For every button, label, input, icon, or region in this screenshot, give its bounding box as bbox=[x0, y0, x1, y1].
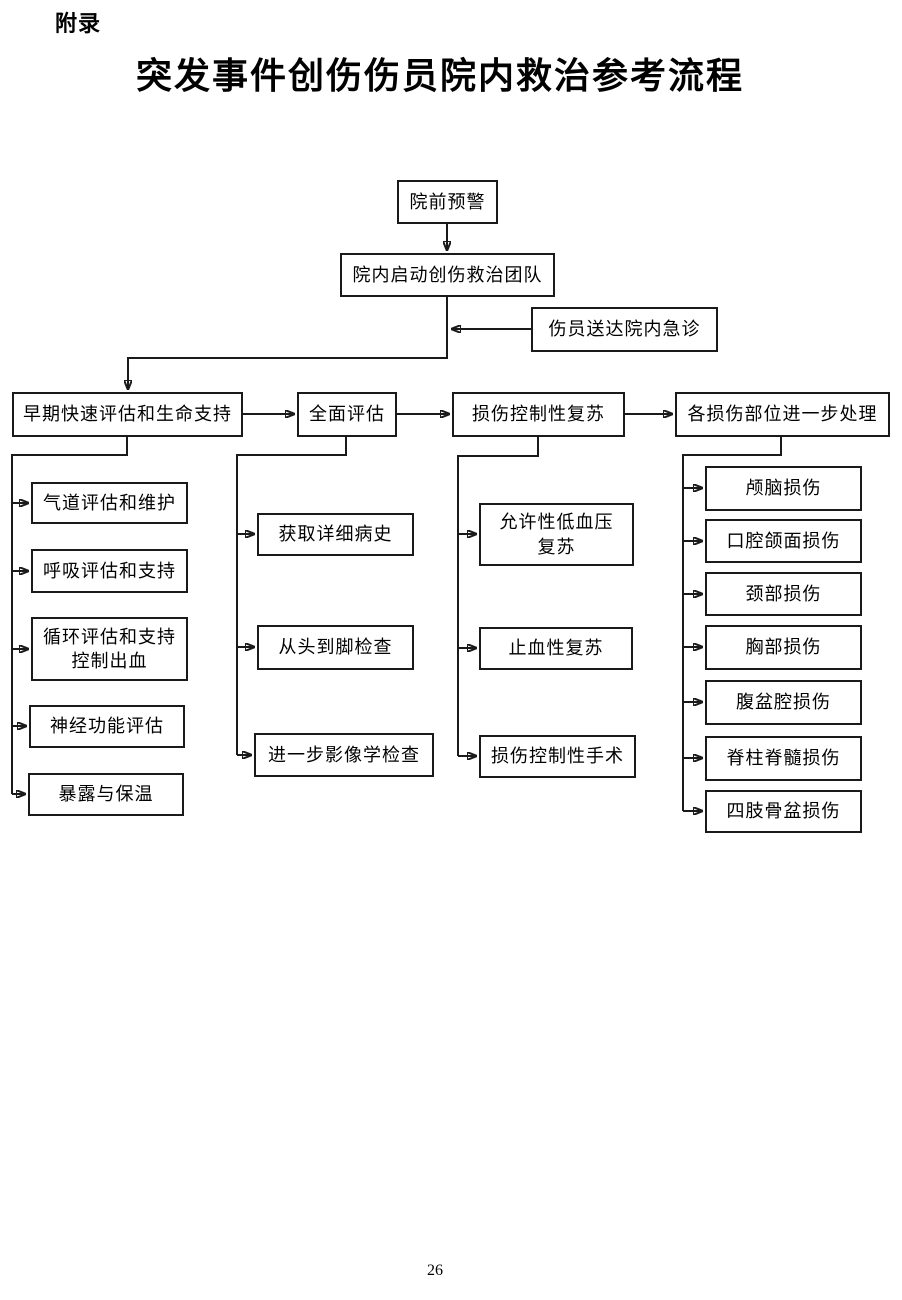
node-head-to-toe-exam: 从头到脚检查 bbox=[257, 625, 414, 670]
node-damage-control-surgery: 损伤控制性手术 bbox=[479, 735, 636, 778]
node-neck-injury: 颈部损伤 bbox=[705, 572, 862, 616]
node-hemostatic-resuscitation: 止血性复苏 bbox=[479, 627, 633, 670]
node-maxillofacial-injury: 口腔颌面损伤 bbox=[705, 519, 862, 563]
page-number: 26 bbox=[427, 1262, 443, 1279]
node-circulation: 循环评估和支持 控制出血 bbox=[31, 617, 188, 681]
node-limb-pelvis-injury: 四肢骨盆损伤 bbox=[705, 790, 862, 833]
connector-top-chain bbox=[128, 224, 531, 389]
page-title: 突发事件创伤伤员院内救治参考流程 bbox=[135, 56, 744, 96]
node-further-imaging: 进一步影像学检查 bbox=[254, 733, 434, 777]
node-activate-trauma-team: 院内启动创伤救治团队 bbox=[340, 253, 555, 297]
node-abdominopelvic-injury: 腹盆腔损伤 bbox=[705, 680, 862, 725]
node-arrival-emergency: 伤员送达院内急诊 bbox=[531, 307, 718, 352]
node-header-full-assessment: 全面评估 bbox=[297, 392, 397, 437]
node-detailed-history: 获取详细病史 bbox=[257, 513, 414, 556]
node-exposure-warming: 暴露与保温 bbox=[28, 773, 184, 816]
node-chest-injury: 胸部损伤 bbox=[705, 625, 862, 670]
node-header-rapid-assessment: 早期快速评估和生命支持 bbox=[12, 392, 243, 437]
node-header-damage-control-resuscitation: 损伤控制性复苏 bbox=[452, 392, 625, 437]
connector-column-2 bbox=[236, 437, 347, 755]
node-breathing: 呼吸评估和支持 bbox=[31, 549, 188, 593]
node-spine-injury: 脊柱脊髓损伤 bbox=[705, 736, 862, 781]
node-brain-injury: 颅脑损伤 bbox=[705, 466, 862, 511]
node-header-site-specific-management: 各损伤部位进一步处理 bbox=[675, 392, 890, 437]
node-neuro-assessment: 神经功能评估 bbox=[29, 705, 185, 748]
node-prehospital-alert: 院前预警 bbox=[397, 180, 498, 224]
node-airway: 气道评估和维护 bbox=[31, 482, 188, 524]
node-permissive-hypotension: 允许性低血压 复苏 bbox=[479, 503, 634, 566]
appendix-label: 附录 bbox=[55, 11, 102, 36]
connector-column-3 bbox=[457, 437, 539, 756]
